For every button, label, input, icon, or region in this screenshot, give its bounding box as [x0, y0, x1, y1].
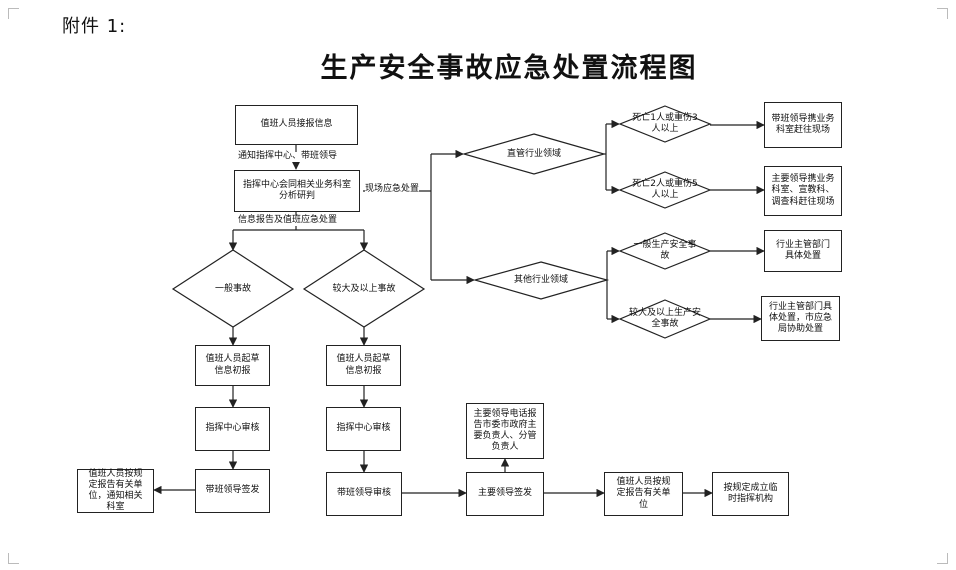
corner-mark-top-right — [937, 8, 948, 19]
node-other-domain: 其他行业领域 — [513, 274, 568, 285]
decision-direct-domain — [461, 133, 607, 175]
node-review-right: 指挥中心审核 — [326, 407, 401, 451]
decision-general-safety — [618, 232, 712, 270]
attachment-label: 附件 1: — [62, 16, 127, 37]
decision-death2 — [618, 171, 712, 209]
node-draft-right: 值班人员起草信息初报 — [326, 345, 401, 386]
corner-mark-top-left — [8, 8, 19, 19]
node-general-safety: 一般生产安全事故 — [633, 240, 697, 261]
node-industry-handle: 行业主管部门具体处置 — [764, 230, 842, 272]
node-temp-command: 按规定成立临时指挥机构 — [712, 472, 789, 516]
node-onsite2: 主要领导携业务科室、宣教科、调查科赶往现场 — [764, 166, 842, 216]
decision-major-safety — [618, 299, 712, 339]
label-notify: 通知指挥中心、带班领导 — [238, 151, 338, 162]
node-leader-review: 带班领导审核 — [326, 472, 402, 516]
corner-mark-bottom-right — [937, 553, 948, 564]
node-direct-domain: 直管行业领域 — [506, 148, 561, 159]
node-industry-assist: 行业主管部门具体处置，市应急局协助处置 — [761, 296, 840, 341]
label-info-report: 信息报告及值班应急处置 — [238, 215, 338, 226]
node-death2: 死亡2人或重伤5人以上 — [632, 179, 698, 200]
node-onsite1: 带班领导携业务科室赶往现场 — [764, 102, 842, 148]
node-phone-report: 主要领导电话报告市委市政府主要负责人、分管负责人 — [466, 403, 544, 459]
node-sign-left: 带班领导签发 — [195, 469, 270, 513]
decision-other-domain — [472, 261, 610, 300]
node-draft-left: 值班人员起草信息初报 — [195, 345, 270, 386]
node-major-accident: 较大及以上事故 — [332, 283, 396, 294]
corner-mark-bottom-left — [8, 553, 19, 564]
node-major-safety: 较大及以上生产安全事故 — [628, 308, 701, 329]
node-chief-sign: 主要领导签发 — [466, 472, 544, 516]
node-report-units: 值班人员按规定报告有关单位 — [604, 472, 683, 516]
label-onsite-response: 现场应急处置 — [365, 184, 420, 195]
node-report-left: 值班人员按规定报告有关单位，通知相关科室 — [77, 469, 154, 513]
decision-death1 — [618, 105, 712, 143]
node-death1: 死亡1人或重伤3人以上 — [632, 113, 698, 134]
page-title: 生产安全事故应急处置流程图 — [320, 53, 698, 84]
node-receive-info: 值班人员接报信息 — [235, 105, 358, 145]
node-general-accident: 一般事故 — [214, 283, 251, 294]
node-review-left: 指挥中心审核 — [195, 407, 270, 451]
node-analyze: 指挥中心会同相关业务科室分析研判 — [234, 170, 360, 212]
